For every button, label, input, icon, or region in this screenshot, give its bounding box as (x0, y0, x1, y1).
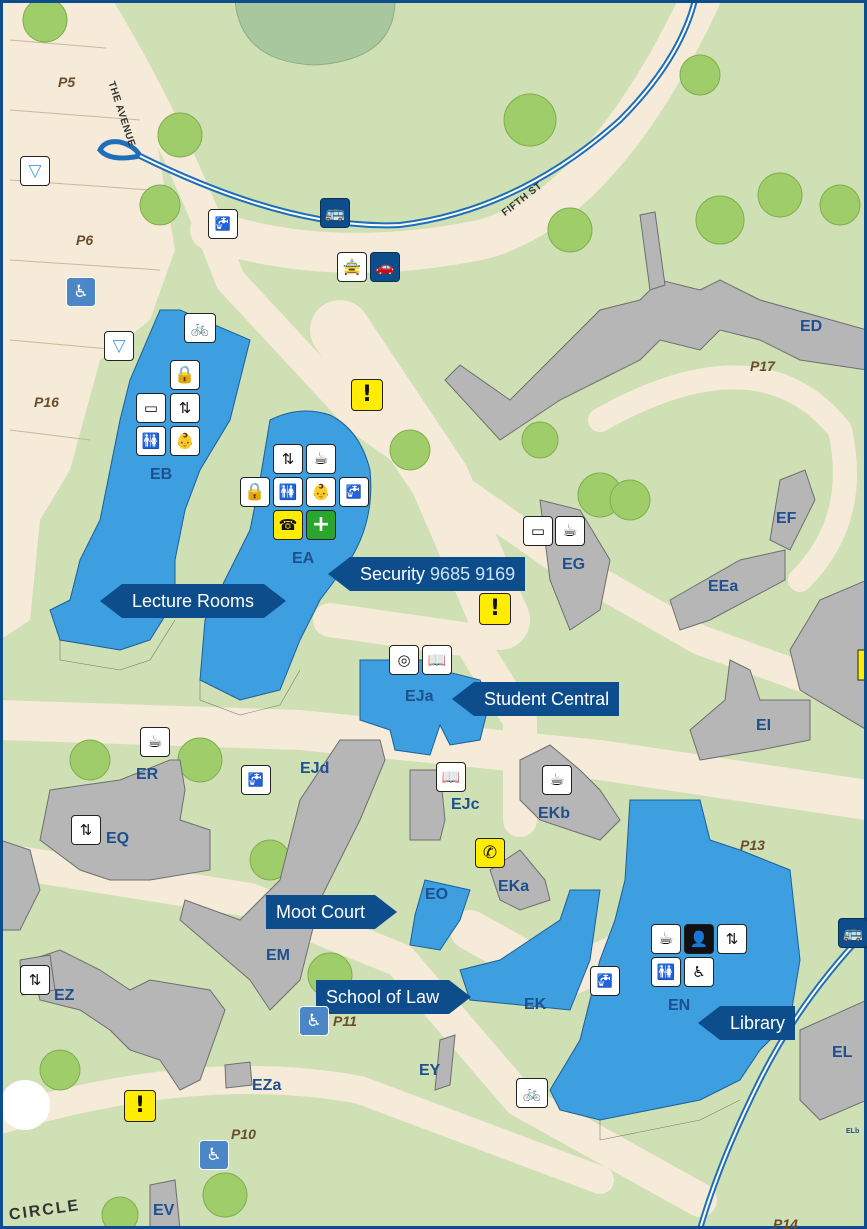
callout-text: Moot Court (266, 895, 376, 929)
first-aid-icon[interactable]: + (306, 510, 336, 540)
toilets-icon[interactable]: 🚻 (651, 957, 681, 987)
parking-label-p10: P10 (231, 1126, 256, 1142)
water-fountain-icon[interactable]: 🚰 (590, 966, 620, 996)
lift-icon[interactable]: ⇅ (717, 924, 747, 954)
building-label-eka: EKa (498, 878, 530, 895)
callout-arrow (449, 980, 472, 1014)
parking-label-p17: P17 (750, 358, 775, 374)
callout-text: Security 9685 9169 (350, 557, 526, 591)
building-label-eg: EG (562, 556, 586, 573)
callout-text: Lecture Rooms (122, 584, 265, 618)
car-icon[interactable]: 🚗 (370, 252, 400, 282)
callout-text: School of Law (316, 980, 450, 1014)
callout-security[interactable]: Security 9685 9169 (328, 557, 526, 591)
parking-label-p13: P13 (740, 837, 765, 853)
emergency-point-icon[interactable]: ! (124, 1090, 156, 1122)
locker-icon[interactable]: 🔒 (170, 360, 200, 390)
building-label-ejd: EJd (300, 760, 330, 777)
baby-change-icon[interactable]: 👶 (306, 477, 336, 507)
callout-arrow (328, 557, 350, 591)
water-fountain-icon[interactable]: 🚰 (208, 209, 238, 239)
taxi-icon[interactable]: 🚖 (337, 252, 367, 282)
lift-icon[interactable]: ⇅ (170, 393, 200, 423)
callout-text: Library (720, 1006, 796, 1040)
lift-icon[interactable]: ⇅ (71, 815, 101, 845)
parking-label-p5: P5 (58, 74, 76, 90)
building-label-ejc: EJc (451, 796, 480, 813)
wifi-icon[interactable]: ▽ (104, 331, 134, 361)
emergency-point-icon[interactable]: ! (479, 593, 511, 625)
baby-change-icon[interactable]: 👶 (170, 426, 200, 456)
cafe-icon[interactable]: ☕ (140, 727, 170, 757)
microwave-icon[interactable]: ▭ (523, 516, 553, 546)
building-label-er: ER (136, 766, 159, 783)
building-label-ev: EV (153, 1202, 175, 1219)
cafe-icon[interactable]: ☕ (555, 516, 585, 546)
callout-student-central[interactable]: Student Central (452, 682, 620, 716)
emergency-phone-icon[interactable]: ☎ (273, 510, 303, 540)
building-label-em: EM (266, 947, 290, 964)
water-fountain-icon[interactable]: 🚰 (339, 477, 369, 507)
callout-moot-court[interactable]: Moot Court (266, 895, 398, 929)
building-label-eea: EEa (708, 578, 739, 595)
building-label-elb: ELb (846, 1128, 860, 1135)
callout-library[interactable]: Library (698, 1006, 796, 1040)
cafe-icon[interactable]: ☕ (651, 924, 681, 954)
microwave-icon[interactable]: ▭ (136, 393, 166, 423)
building-label-ekb: EKb (538, 805, 570, 822)
building-label-ei: EI (756, 717, 772, 734)
emergency-point-icon[interactable]: ! (351, 379, 383, 411)
building-label-eza: EZa (252, 1077, 282, 1094)
bicycle-icon[interactable]: 🚲 (184, 313, 216, 343)
building-label-eja: EJa (405, 688, 434, 705)
building-label-en: EN (668, 997, 691, 1014)
bicycle-icon[interactable]: 🚲 (516, 1078, 548, 1108)
building-label-ea: EA (292, 550, 315, 567)
building-label-ef: EF (776, 510, 797, 527)
building-label-ek: EK (524, 996, 547, 1013)
toilets-icon[interactable]: 🚻 (273, 477, 303, 507)
bus-stop-icon[interactable]: 🚌 (320, 198, 350, 228)
accessible-toilet-icon[interactable]: ♿ (684, 957, 714, 987)
callout-arrow (100, 584, 122, 618)
parking-label-p6: P6 (76, 232, 94, 248)
callout-lecture-rooms[interactable]: Lecture Rooms (100, 584, 287, 618)
callout-arrow (375, 895, 398, 929)
callout-school-of-law[interactable]: School of Law (316, 980, 472, 1014)
lift-icon[interactable]: ⇅ (20, 965, 50, 995)
student-services-icon[interactable]: ◎ (389, 645, 419, 675)
building-label-eb: EB (150, 466, 173, 483)
cafe-icon[interactable]: ☕ (542, 765, 572, 795)
callout-arrow (698, 1006, 720, 1040)
callout-text: Student Central (474, 682, 620, 716)
callout-arrow-right (264, 584, 287, 618)
book-icon[interactable]: 📖 (422, 645, 452, 675)
parking-label-p16: P16 (34, 394, 59, 410)
building-label-ez: EZ (54, 987, 75, 1004)
locker-icon[interactable]: 🔒 (240, 477, 270, 507)
cafe-icon[interactable]: ☕ (306, 444, 336, 474)
building-label-ey: EY (419, 1062, 441, 1079)
security-label: Security (360, 564, 426, 584)
lift-icon[interactable]: ⇅ (273, 444, 303, 474)
water-fountain-icon[interactable]: 🚰 (241, 765, 271, 795)
building-label-eq: EQ (106, 830, 130, 847)
parking-label-p11: P11 (333, 1013, 357, 1029)
parking-label-p14: P14 (773, 1216, 798, 1229)
building-label-eo: EO (425, 886, 449, 903)
wifi-icon[interactable]: ▽ (20, 156, 50, 186)
building-label-ed: ED (800, 318, 823, 335)
computer-lab-icon[interactable]: 👤 (684, 924, 714, 954)
accessible-parking-icon[interactable]: ♿ (66, 277, 96, 307)
toilets-icon[interactable]: 🚻 (136, 426, 166, 456)
phone-icon[interactable]: ✆ (475, 838, 505, 868)
building-label-el: EL (832, 1044, 853, 1061)
bus-stop-icon[interactable]: 🚌 (838, 918, 867, 948)
book-icon[interactable]: 📖 (436, 762, 466, 792)
accessible-parking-icon[interactable]: ♿ (299, 1006, 329, 1036)
security-phone: 9685 9169 (430, 564, 516, 584)
callout-arrow (452, 682, 474, 716)
accessible-parking-icon[interactable]: ♿ (199, 1140, 229, 1170)
